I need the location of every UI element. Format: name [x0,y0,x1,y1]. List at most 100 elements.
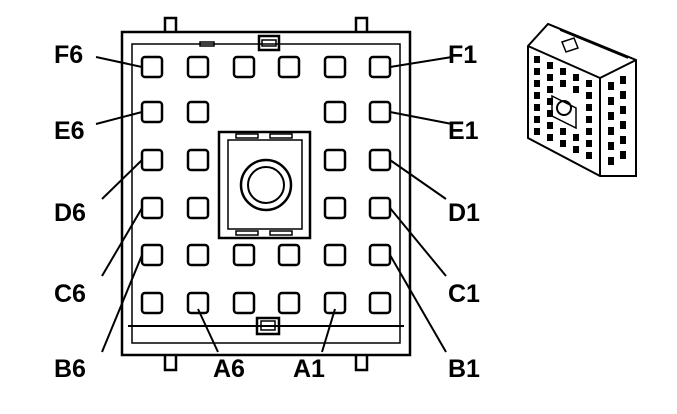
leader-line-e6 [95,111,143,125]
pin-label-e6: E6 [54,117,85,145]
pin-cavity [232,291,256,315]
pin-cavity [323,148,347,172]
pin-cavities [140,55,392,315]
isometric-cavity [608,127,614,135]
pin-cavity [368,55,392,79]
isometric-cavity [534,104,540,111]
isometric-cavity [547,74,553,81]
isometric-cavity [620,121,626,129]
pin-cavity [186,243,210,267]
isometric-cavity [573,146,579,153]
pin-cavity [232,243,256,267]
isometric-cavity [534,116,540,123]
pin-cavity [368,243,392,267]
pin-cavity [186,55,210,79]
pin-cavity [186,291,210,315]
isometric-cavity [560,80,566,87]
pin-cavity [140,148,164,172]
pin-cavity [323,55,347,79]
isometric-cavity [620,106,626,114]
isometric-cavity [547,86,553,93]
pin-cavity [277,243,301,267]
pin-label-c6: C6 [54,280,86,308]
isometric-cavity [534,56,540,63]
isometric-cavity [573,134,579,141]
pin-cavity [186,148,210,172]
leader-line-e1 [389,111,453,125]
pin-cavity [186,196,210,220]
pin-label-e1: E1 [448,117,479,145]
isometric-cavity [573,74,579,81]
isometric-cavity [534,128,540,135]
pin-label-a6: A6 [213,355,245,383]
pin-cavity [140,100,164,124]
leader-lines [95,56,453,353]
pin-label-d6: D6 [54,199,86,227]
pin-label-b1: B1 [448,355,480,383]
isometric-cavity [608,157,614,165]
leader-line-a6 [197,308,219,353]
pin-cavity [140,196,164,220]
isometric-cavity [573,86,579,93]
leader-line-b6 [101,254,143,353]
isometric-cavity [620,91,626,99]
pin-cavity [368,291,392,315]
pin-cavity [232,55,256,79]
isometric-cavity [534,68,540,75]
connector-face [120,16,412,372]
isometric-cavity [586,140,592,147]
leader-line-b1 [389,254,447,353]
pin-cavity [277,55,301,79]
isometric-cavity [547,122,553,129]
isometric-cavity [586,80,592,87]
leader-line-c1 [389,207,447,277]
pin-label-a1: A1 [293,355,325,383]
isometric-cavity [620,151,626,159]
pin-label-b6: B6 [54,355,86,383]
pin-cavity [186,100,210,124]
leader-line-d6 [101,159,143,200]
isometric-cavity [608,82,614,90]
leader-line-c6 [101,207,143,277]
leader-line-a1 [321,308,336,353]
pin-cavity [323,243,347,267]
pin-cavity [277,291,301,315]
leader-line-f1 [389,56,453,68]
isometric-cavity [620,76,626,84]
isometric-cavity [547,110,553,117]
pin-cavity [368,196,392,220]
isometric-cavity [608,97,614,105]
isometric-cavity [608,142,614,150]
isometric-cavity [534,92,540,99]
pin-label-c1: C1 [448,280,480,308]
isometric-cavity [586,116,592,123]
isometric-cavity [547,134,553,141]
isometric-cavity [560,128,566,135]
pin-cavity [140,291,164,315]
pin-cavity [140,243,164,267]
pin-cavity [368,100,392,124]
isometric-cavities [534,56,626,165]
isometric-cavity [608,112,614,120]
pin-cavity [368,148,392,172]
pin-cavity [323,196,347,220]
isometric-cavity [586,104,592,111]
pin-cavity [323,100,347,124]
isometric-cavity [586,152,592,159]
isometric-cavity [560,68,566,75]
pin-label-f1: F1 [448,41,477,69]
isometric-cavity [586,128,592,135]
isometric-cavity [620,136,626,144]
isometric-cavity [547,62,553,69]
leader-line-d1 [389,159,447,200]
isometric-cavity [586,92,592,99]
pin-label-f6: F6 [54,41,83,69]
pin-cavity [323,291,347,315]
leader-line-f6 [95,56,143,68]
isometric-cavity [534,80,540,87]
pin-cavity [140,55,164,79]
isometric-cavity [547,98,553,105]
connector-isometric-view [527,22,637,177]
